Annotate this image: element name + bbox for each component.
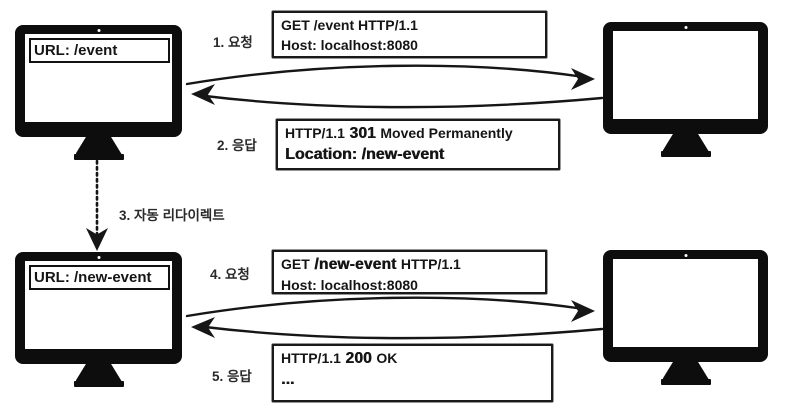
monitor-stand [75,136,122,154]
server-monitor-top [603,22,768,157]
response1-location-header: Location: /new-event [285,146,445,163]
monitor-base [73,381,124,387]
monitor-stand [662,361,709,379]
redirect-arrowhead [86,228,108,251]
request2-host-header: Host: localhost:8080 [281,277,418,293]
step2-response-label: 2. 응답 [217,138,257,153]
http-version: HTTP/1.1 [281,350,341,366]
response2-body-ellipsis: ... [281,371,295,388]
response-arrow-2 [203,325,604,340]
url-bar-top: URL: /event [29,38,170,63]
reason-phrase: Moved Permanently [380,125,513,141]
monitor-screen [613,31,758,119]
monitor-frame: URL: /event [15,25,182,137]
camera-dot-icon [97,255,100,259]
camera-dot-icon [97,28,100,32]
server-monitor-bottom [603,250,768,385]
monitor-frame [603,22,768,134]
client-monitor-top: URL: /event [15,25,182,160]
step1-request-label: 1. 요청 [213,35,253,50]
step3-redirect-label: 3. 자동 리다이렉트 [119,208,225,223]
monitor-stand [662,133,709,151]
monitor-stand [75,363,122,381]
request-arrow-1 [185,64,586,86]
monitor-screen: URL: /new-event [25,261,172,349]
request1-box: GET /event HTTP/1.1 Host: localhost:8080 [272,11,547,58]
http-version: HTTP/1.1 [285,125,345,141]
status-code-200: 200 [345,350,372,367]
http-version: HTTP/1.1 [400,256,461,272]
url-bar-bottom: URL: /new-event [29,265,170,290]
monitor-base [660,379,711,385]
request-arrow-2 [185,296,586,318]
monitor-base [660,151,711,157]
monitor-screen: URL: /event [25,34,172,122]
response-arrowhead-1 [191,84,215,105]
camera-dot-icon [684,253,687,257]
client-monitor-bottom: URL: /new-event [15,252,182,387]
reason-phrase: OK [376,350,398,366]
request-arrowhead-1 [571,68,595,90]
response-arrowhead-2 [191,317,215,338]
request1-host-header: Host: localhost:8080 [281,37,418,53]
response-arrow-1 [203,94,604,109]
step5-response-label: 5. 응답 [212,369,252,384]
status-code-301: 301 [349,125,376,142]
request-arrowhead-2 [571,300,595,322]
camera-dot-icon [684,25,687,29]
request1-request-line: GET /event HTTP/1.1 [281,17,418,33]
monitor-screen [613,259,758,347]
http-method: GET [281,256,310,272]
monitor-frame [603,250,768,362]
request-path: /new-event [314,256,397,273]
monitor-base [73,154,124,160]
step4-request-label: 4. 요청 [210,267,250,282]
monitor-frame: URL: /new-event [15,252,182,364]
